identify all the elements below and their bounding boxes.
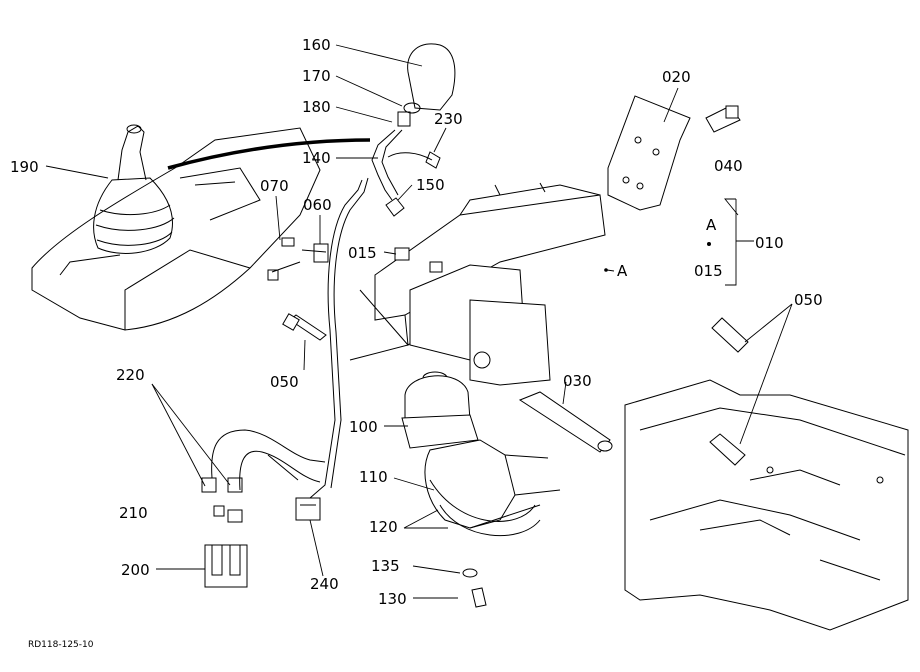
frame-drawing (624, 317, 909, 631)
callout-A-left: A (617, 262, 628, 280)
plate-bracket-drawing (607, 95, 741, 211)
callout-240: 240 (310, 575, 339, 593)
callout-190: 190 (10, 158, 39, 176)
callout-230: 230 (434, 110, 463, 128)
cable-harness-drawing (201, 177, 369, 588)
console-boot-drawing (31, 124, 321, 331)
callout-110: 110 (359, 468, 388, 486)
callout-100: 100 (349, 418, 378, 436)
callout-020: 020 (662, 68, 691, 86)
callout-135: 135 (371, 557, 400, 575)
callout-150: 150 (416, 176, 445, 194)
callout-labels: 160 170 180 230 140 150 190 070 060 015 … (10, 36, 823, 650)
guide-arc (167, 138, 371, 170)
callout-070: 070 (260, 177, 289, 195)
callout-170: 170 (302, 67, 331, 85)
callout-010: 010 (755, 234, 784, 252)
callout-210: 210 (119, 504, 148, 522)
callout-200: 200 (121, 561, 150, 579)
callout-050-right: 050 (794, 291, 823, 309)
figure-code: RD118-125-10 (28, 640, 94, 650)
valve-bracket-drawing (349, 182, 613, 608)
callout-140: 140 (302, 149, 331, 167)
callout-060: 060 (303, 196, 332, 214)
callout-015-right: 015 (694, 262, 723, 280)
callout-220: 220 (116, 366, 145, 384)
callout-030: 030 (563, 372, 592, 390)
callout-180: 180 (302, 98, 331, 116)
shift-lever-drawing (371, 43, 456, 217)
callout-015-left: 015 (348, 244, 377, 262)
leader-lines (45, 44, 793, 599)
callout-040: 040 (714, 157, 743, 175)
callout-160: 160 (302, 36, 331, 54)
callout-120: 120 (369, 518, 398, 536)
callout-A-right: A (706, 216, 717, 234)
callout-050-left: 050 (270, 373, 299, 391)
callout-130: 130 (378, 590, 407, 608)
